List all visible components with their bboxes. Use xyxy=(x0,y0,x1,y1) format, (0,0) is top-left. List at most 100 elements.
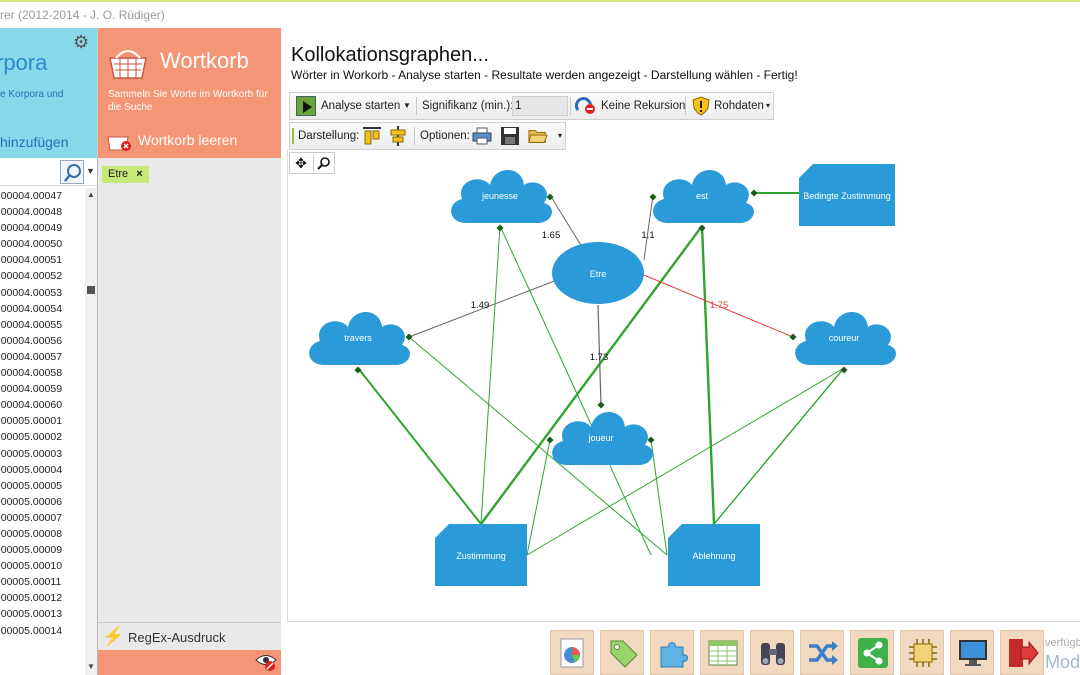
analyse-start-button[interactable]: Analyse starten xyxy=(321,100,401,112)
corpus-list-item[interactable]: 4.00004.00049 xyxy=(0,222,63,235)
edge-anchor xyxy=(647,436,655,444)
open-folder-icon[interactable] xyxy=(528,126,548,146)
corpus-list-item[interactable]: 4.00004.00058 xyxy=(0,367,63,380)
layout-top-icon[interactable] xyxy=(362,126,382,146)
edge-travers-zustimmung xyxy=(357,367,482,525)
regex-button[interactable]: ⚡ RegEx-Ausdruck xyxy=(97,622,281,650)
corpus-list-item[interactable]: 4.00004.00047 xyxy=(0,190,63,202)
corpus-search-bar: ▼ xyxy=(0,158,97,186)
corpus-list-item[interactable]: 4.00005.00013 xyxy=(0,608,63,621)
corpus-list-item[interactable]: 4.00004.00054 xyxy=(0,302,63,315)
corpus-list-item[interactable]: 4.00004.00060 xyxy=(0,399,63,412)
scroll-down-icon[interactable]: ▼ xyxy=(87,662,95,671)
edge-travers-ablehnung xyxy=(408,336,668,556)
corpus-list-item[interactable]: 4.00005.00006 xyxy=(0,495,63,508)
puzzle-button[interactable] xyxy=(650,630,694,675)
edge-jeunesse-zustimmung xyxy=(480,225,501,525)
graph-node-travers[interactable]: travers xyxy=(309,312,410,365)
layout-center-icon[interactable] xyxy=(388,126,408,146)
corpus-list-item[interactable]: 4.00005.00001 xyxy=(0,415,63,428)
binoculars-button[interactable] xyxy=(750,630,794,675)
korpora-desc: e Korpora und xyxy=(0,89,64,100)
corpus-list-item[interactable]: 4.00004.00055 xyxy=(0,318,63,331)
graph-node-label: Etre xyxy=(590,269,607,279)
gear-icon[interactable]: ⚙ xyxy=(73,32,90,52)
graph-node-label: Bedingte Zustimmung xyxy=(803,191,891,201)
corpus-list-item[interactable]: 4.00004.00050 xyxy=(0,238,63,251)
exit-button[interactable] xyxy=(1000,630,1044,675)
no-recursion-button[interactable]: Keine Rekursion xyxy=(601,100,686,112)
edge-anchor xyxy=(840,366,848,374)
play-icon[interactable] xyxy=(296,96,316,116)
scroll-thumb[interactable] xyxy=(87,286,95,294)
close-icon[interactable]: × xyxy=(136,168,143,180)
corpus-list-item[interactable]: 4.00004.00051 xyxy=(0,254,63,267)
graph-node-bedingte[interactable]: Bedingte Zustimmung xyxy=(799,164,895,226)
scroll-up-icon[interactable]: ▲ xyxy=(87,190,95,199)
clear-basket-icon[interactable] xyxy=(106,130,132,152)
word-chip[interactable]: Etre× xyxy=(102,166,149,183)
save-icon[interactable] xyxy=(500,126,520,146)
corpus-list-item[interactable]: 4.00005.00002 xyxy=(0,431,63,444)
tag-button[interactable] xyxy=(600,630,644,675)
no-recursion-icon[interactable] xyxy=(574,96,598,116)
edge-weight-label: 1.75 xyxy=(710,300,729,311)
korpora-add-link[interactable]: hinzufügen xyxy=(0,134,69,150)
print-icon[interactable] xyxy=(472,126,492,146)
corpus-list-item[interactable]: 4.00005.00005 xyxy=(0,479,63,492)
pan-icon[interactable]: ✥ xyxy=(295,155,307,171)
report-chart-button[interactable] xyxy=(550,630,594,675)
corpus-list-item[interactable]: 4.00005.00008 xyxy=(0,527,63,540)
graph-node-jeunesse[interactable]: jeunesse xyxy=(451,170,552,223)
graph-node-ablehnung[interactable]: Ablehnung xyxy=(668,524,760,586)
corpus-list-item[interactable]: 4.00004.00056 xyxy=(0,334,63,347)
rawdata-button[interactable]: Rohdaten xyxy=(714,100,764,112)
corpus-list-item[interactable]: 4.00004.00052 xyxy=(0,270,63,283)
graph-node-est[interactable]: est xyxy=(653,170,754,223)
eye-bar xyxy=(97,650,281,675)
corpus-list-item[interactable]: 4.00005.00011 xyxy=(0,576,62,589)
overflow-icon[interactable]: ▾ xyxy=(766,101,771,110)
wortkorb-clear-button[interactable]: Wortkorb leeren xyxy=(138,132,238,148)
corpus-list-item[interactable]: 4.00005.00004 xyxy=(0,463,63,476)
table-button[interactable] xyxy=(700,630,744,675)
corpus-list-item[interactable]: 4.00005.00012 xyxy=(0,592,63,605)
warning-shield-icon[interactable] xyxy=(691,96,711,116)
edge-anchor xyxy=(789,333,797,341)
edge-anchor xyxy=(698,224,706,232)
monitor-button[interactable] xyxy=(950,630,994,675)
zoom-icon[interactable] xyxy=(313,154,333,172)
corpus-list-item[interactable]: 4.00004.00053 xyxy=(0,286,63,299)
corpus-list-item[interactable]: 4.00005.00003 xyxy=(0,447,63,460)
shuffle-button[interactable] xyxy=(800,630,844,675)
corpus-list-item[interactable]: 4.00005.00014 xyxy=(0,624,63,637)
corpus-list-item[interactable]: 4.00005.00010 xyxy=(0,560,63,573)
graph-node-coureur[interactable]: coureur xyxy=(795,312,896,365)
edge-anchor xyxy=(405,333,413,341)
window-title: rer (2012-2014 - J. O. Rüdiger) xyxy=(0,0,1080,28)
corpus-list-item[interactable]: 4.00004.00059 xyxy=(0,383,63,396)
edge-est-zustimmung xyxy=(480,225,703,525)
edge-joueur-zustimmung xyxy=(526,439,551,556)
graph-node-zustimmung[interactable]: Zustimmung xyxy=(435,524,527,586)
graph-tools: ✥ xyxy=(289,152,335,174)
corpus-list-item[interactable]: 4.00005.00007 xyxy=(0,511,63,524)
graph-node-etre[interactable]: Etre xyxy=(552,242,644,304)
corpus-list-item[interactable]: 4.00005.00009 xyxy=(0,544,63,557)
display-label: Darstellung: xyxy=(298,130,360,142)
graph-node-joueur[interactable]: joueur xyxy=(552,412,653,465)
edge-anchor xyxy=(546,193,554,201)
chip-button[interactable] xyxy=(900,630,944,675)
edge-anchor xyxy=(649,193,657,201)
search-icon[interactable] xyxy=(60,160,84,184)
hide-eye-icon[interactable] xyxy=(255,652,277,672)
overflow-icon[interactable]: ▾ xyxy=(558,131,563,140)
edge-coureur-ablehnung xyxy=(713,367,845,525)
corpus-scrollbar[interactable]: ▲ ▼ xyxy=(85,188,97,675)
corpus-list-item[interactable]: 4.00004.00057 xyxy=(0,350,63,363)
chevron-down-icon[interactable]: ▼ xyxy=(86,166,95,176)
signif-input[interactable]: 1 xyxy=(512,96,568,116)
corpus-list-item[interactable]: 4.00004.00048 xyxy=(0,206,63,219)
share-button[interactable] xyxy=(850,630,894,675)
chevron-down-icon[interactable]: ▼ xyxy=(403,101,411,110)
